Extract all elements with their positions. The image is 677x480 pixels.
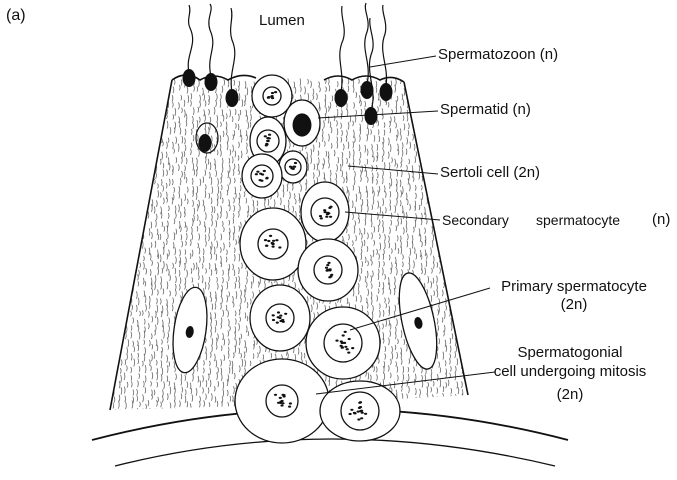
spermatogonial-label: Spermatogonial bbox=[470, 344, 670, 361]
secondary-spermatocyte bbox=[301, 182, 349, 242]
primary-ploidy-label: (2n) bbox=[484, 296, 664, 313]
leader-spermatozoon bbox=[370, 56, 436, 67]
germ-cells bbox=[235, 75, 400, 443]
spermatid-cell bbox=[279, 151, 307, 183]
spermatid-cell bbox=[252, 75, 292, 117]
secondary-ploidy-label: (n) bbox=[652, 211, 670, 228]
spermatogonium bbox=[320, 381, 400, 441]
spermatid-cell bbox=[284, 100, 320, 146]
sperm-tail bbox=[340, 6, 344, 92]
sperm-head bbox=[226, 89, 239, 107]
sertoli-nucleus bbox=[168, 285, 212, 375]
primary-spermatocyte bbox=[298, 239, 358, 301]
spermatogonial-mitosis-label: cell undergoing mitosis bbox=[470, 363, 670, 380]
spermatozoon-label: Spermatozoon (n) bbox=[438, 46, 558, 63]
spermatid-label: Spermatid (n) bbox=[440, 101, 531, 118]
sperm-head bbox=[205, 73, 218, 91]
secondary-spermatocyte-label: Secondary bbox=[442, 212, 509, 229]
sperm-head bbox=[199, 134, 212, 152]
sperm-tail bbox=[188, 5, 192, 72]
sperm-head bbox=[335, 89, 348, 107]
lumen-label: Lumen bbox=[259, 12, 305, 29]
sperm-tail bbox=[209, 4, 213, 76]
spermatogonial-ploidy-label: (2n) bbox=[470, 386, 670, 403]
sertoli-cell-label: Sertoli cell (2n) bbox=[440, 164, 540, 181]
sperm-head bbox=[183, 69, 196, 87]
secondary-spermatocyte-label-2: spermatocyte bbox=[536, 212, 620, 229]
primary-spermatocyte bbox=[240, 208, 306, 280]
sperm-head bbox=[361, 81, 374, 99]
primary-spermatocyte bbox=[306, 307, 380, 379]
primary-spermatocyte bbox=[250, 285, 310, 351]
epithelium-left-edge bbox=[110, 80, 172, 410]
spermatogonium bbox=[235, 359, 329, 443]
sperm-tail bbox=[231, 8, 235, 92]
spermatid-cell bbox=[242, 154, 282, 198]
luminal-border-right bbox=[324, 76, 404, 82]
sperm-tail bbox=[365, 3, 369, 84]
panel-label: (a) bbox=[6, 7, 26, 24]
sertoli-nucleus bbox=[392, 270, 444, 373]
sperm-tail bbox=[383, 5, 387, 86]
sperm-head bbox=[365, 107, 378, 125]
sperm-head bbox=[380, 83, 393, 101]
primary-spermatocyte-label: Primary spermatocyte bbox=[484, 278, 664, 295]
